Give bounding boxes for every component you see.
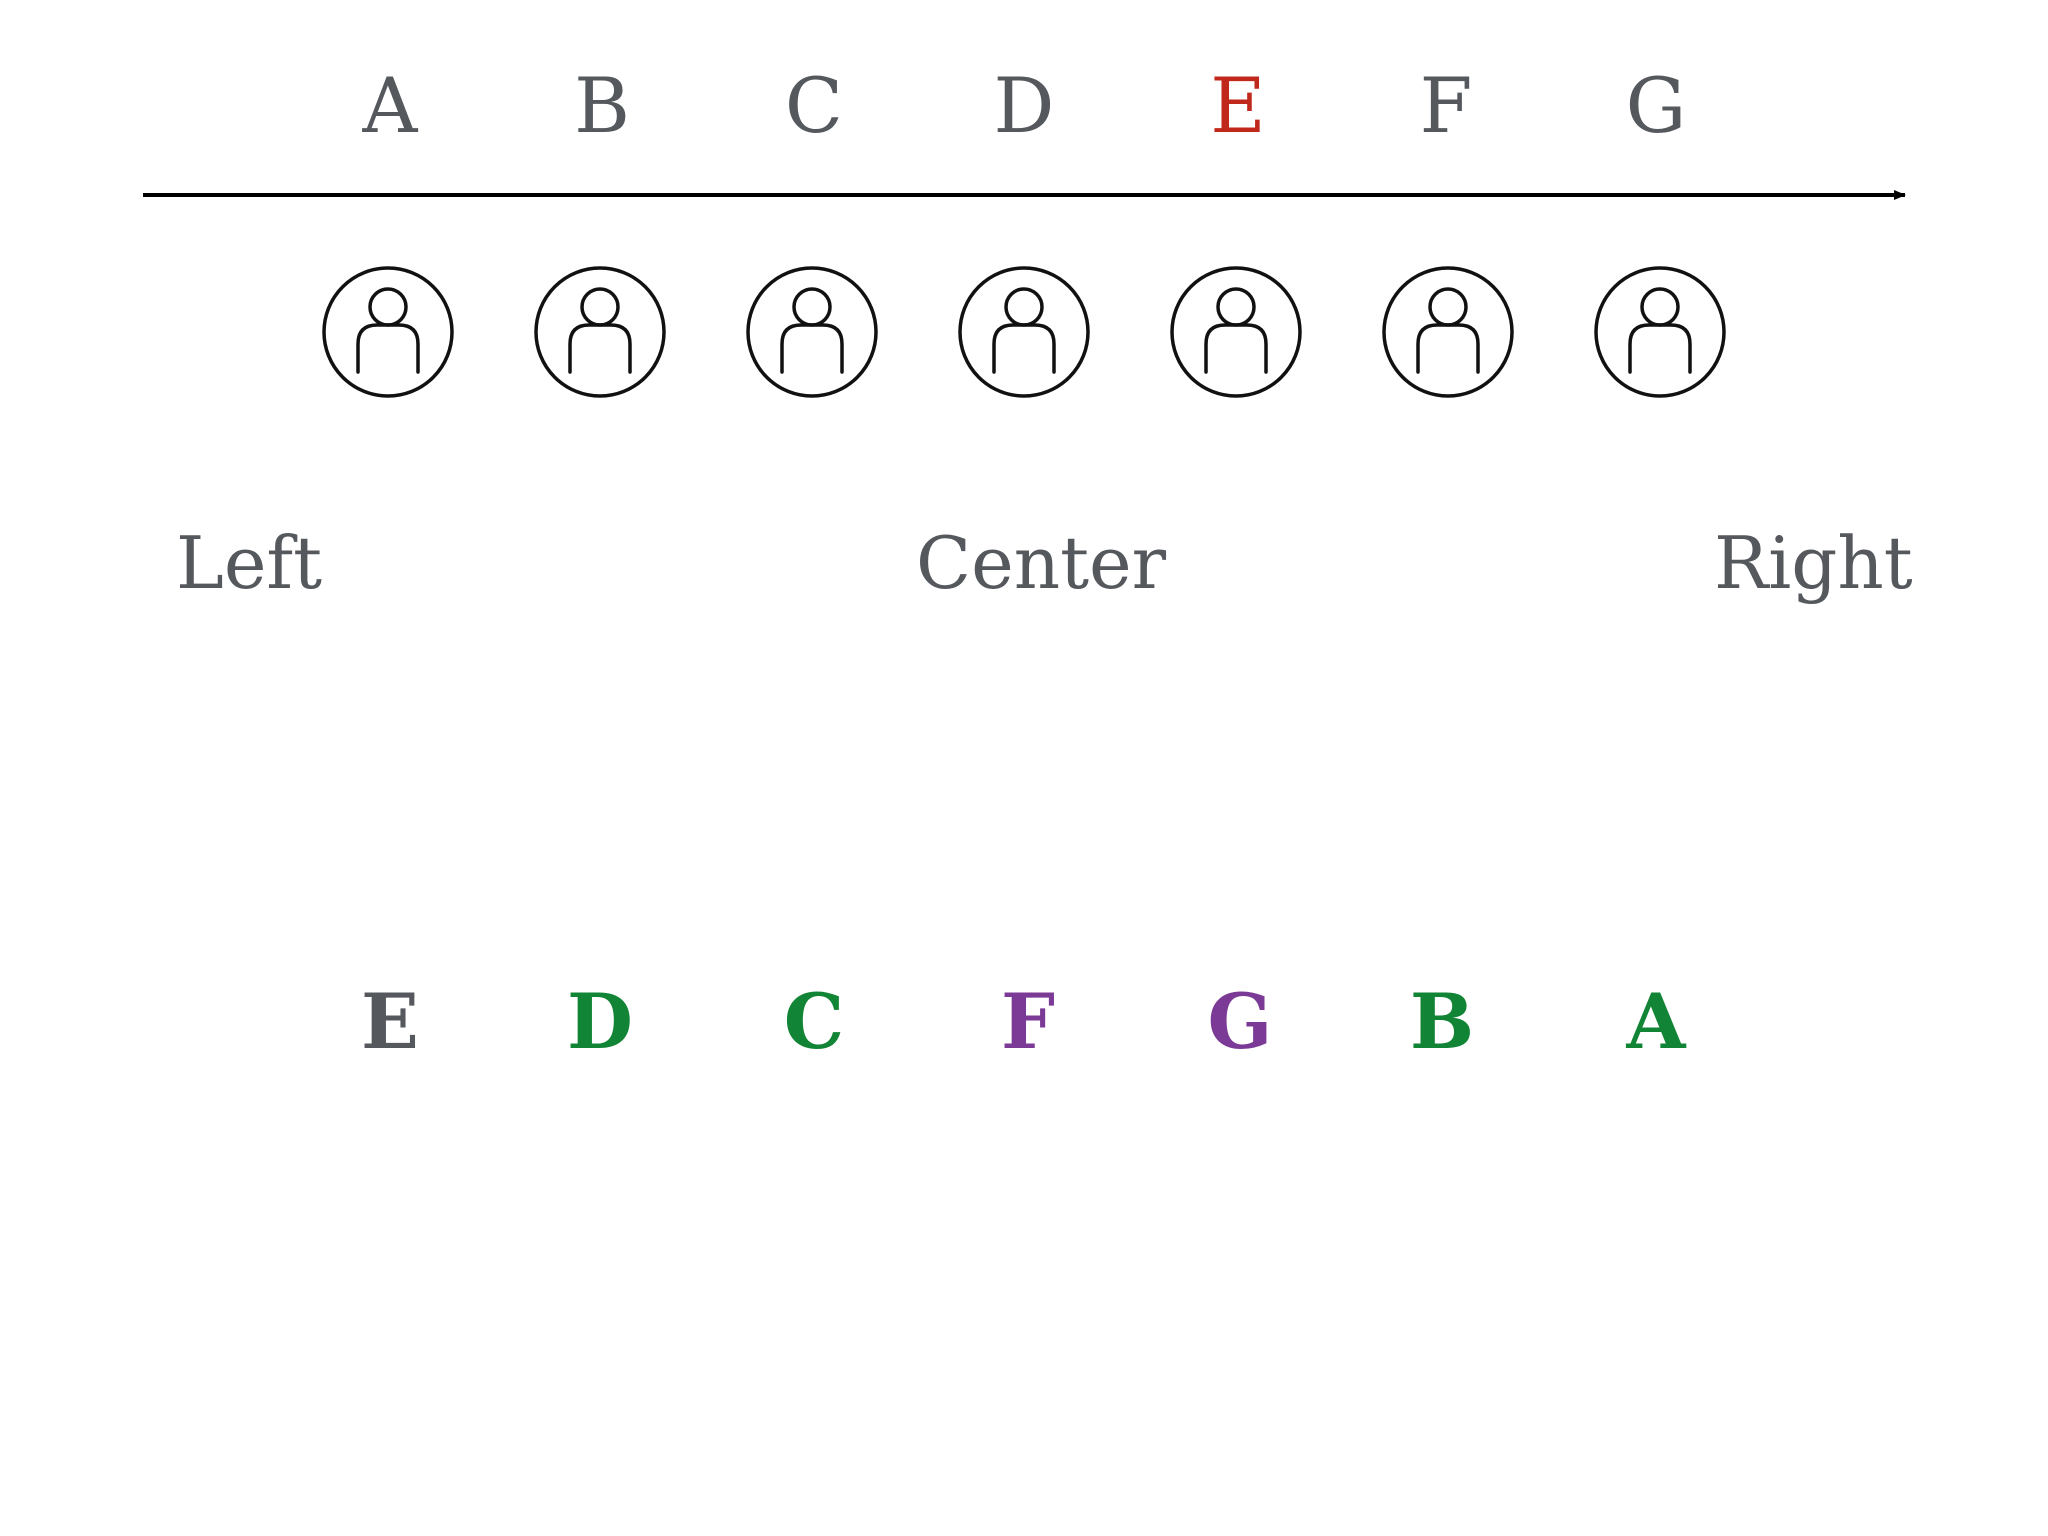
bottom-letter: B (1409, 977, 1475, 1066)
person-circle-icon (958, 266, 1090, 398)
top-letter-g: G (1625, 61, 1687, 150)
person-circle-icon (1594, 266, 1726, 398)
top-letter-c: C (784, 61, 844, 150)
top-letter-e-highlighted: E (1210, 61, 1266, 150)
position-label-left: Left (176, 521, 323, 605)
bottom-letter: C (783, 977, 845, 1066)
person-circle-icon (322, 266, 454, 398)
bottom-letter: F (1001, 977, 1055, 1066)
axis-and-avatars (143, 190, 1906, 398)
top-letter-a: A (362, 61, 418, 150)
bottom-letter: A (1626, 977, 1686, 1066)
position-label-right: Right (1714, 521, 1913, 605)
person-circle-icon (746, 266, 878, 398)
person-circle-icon (1382, 266, 1514, 398)
top-letter-d: D (993, 61, 1055, 150)
top-letter-f: F (1419, 61, 1473, 150)
bottom-letter: D (567, 977, 633, 1066)
person-circle-icon (1170, 266, 1302, 398)
bottom-letter: E (361, 977, 419, 1066)
person-circle-icon (534, 266, 666, 398)
position-label-center: Center (916, 521, 1167, 605)
top-letter-b: B (574, 61, 630, 150)
bottom-letter: G (1207, 977, 1273, 1066)
